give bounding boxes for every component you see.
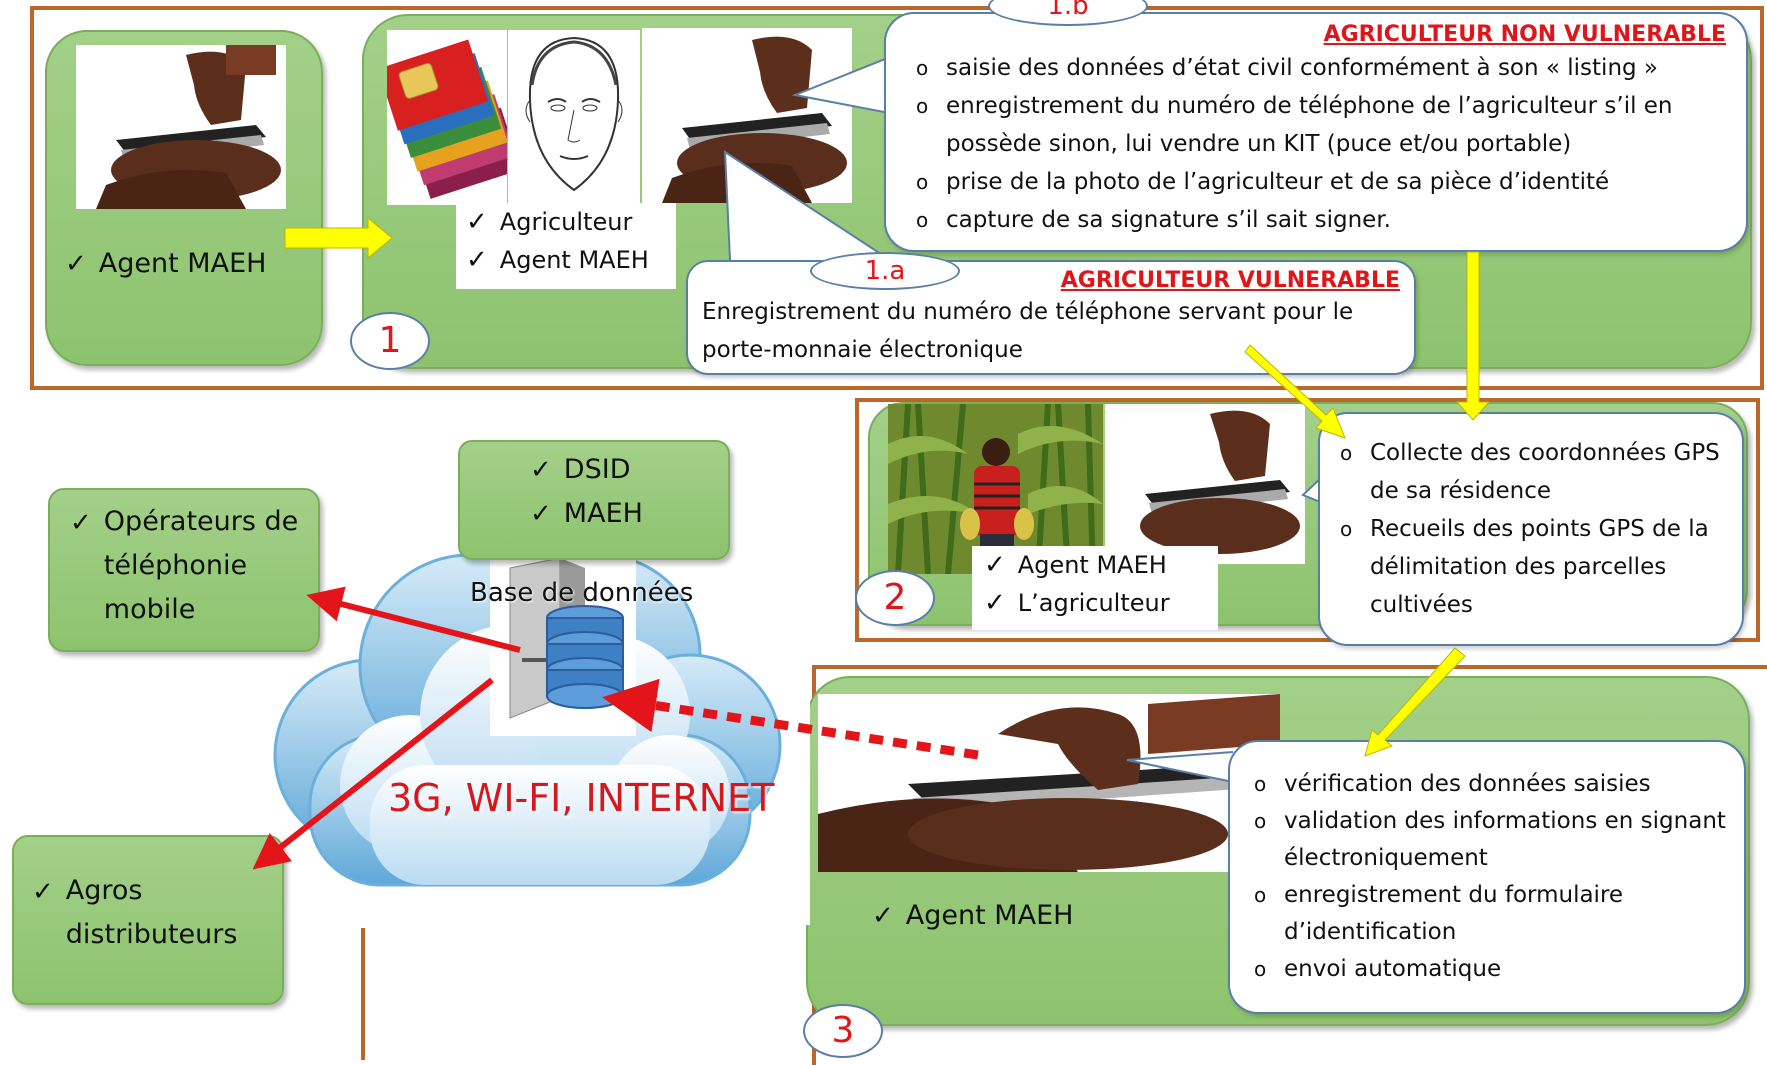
checklist-text: Agent MAEH [499, 246, 649, 274]
checklist-text: MAEH [563, 498, 643, 529]
non-vulnerable-bubble: AGRICULTEUR NON VULNERABLE saisie des do… [884, 12, 1748, 252]
step-3-badge: 3 [803, 1004, 883, 1058]
check-icon: ✓ [984, 550, 1006, 580]
sub-step-label: 1.a [864, 256, 906, 286]
database-label: Base de données [470, 578, 694, 608]
list-item: Collecte des coordonnées GPS de sa résid… [1334, 434, 1728, 510]
tablet-photo-step1 [642, 28, 852, 203]
step-number: 3 [831, 1010, 855, 1051]
network-label: 3G, WI-FI, INTERNET [388, 776, 775, 820]
list-item: enregistrement du formulaire d’identific… [1248, 877, 1730, 951]
agent-text: Agent MAEH [905, 900, 1074, 931]
list-item: Recueils des points GPS de la délimitati… [1334, 510, 1728, 624]
vulnerable-title: AGRICULTEUR VULNERABLE [1060, 268, 1400, 293]
checklist-text: Agent MAEH [1017, 551, 1167, 579]
sub-step-label: 1.b [1047, 0, 1089, 21]
check-icon: ✓ [466, 207, 488, 237]
checklist-item: ✓ DSID [530, 454, 728, 498]
tablet-photo-step3 [818, 694, 1280, 872]
tablet-photo-agent [76, 45, 286, 209]
bubble-3-pointer [1126, 751, 1234, 783]
step3-frame-left-edge [361, 928, 365, 1060]
farmer-face-sketch [508, 30, 640, 205]
operators-box: ✓ Opérateurs de téléphonie mobile [48, 488, 320, 652]
check-icon: ✓ [466, 245, 488, 275]
check-icon: ✓ [530, 455, 552, 485]
list-item: capture de sa signature s’il sait signer… [910, 201, 1726, 239]
checklist-text: Opérateurs de téléphonie mobile [103, 506, 299, 625]
non-vulnerable-title-row: AGRICULTEUR NON VULNERABLE [910, 22, 1726, 47]
list-item: enregistrement du numéro de téléphone de… [910, 87, 1726, 163]
sim-cards-image [387, 30, 507, 205]
check-icon: ✓ [32, 877, 54, 907]
vulnerable-title-row: AGRICULTEUR VULNERABLE [702, 268, 1400, 293]
step1-frame [30, 6, 1764, 390]
non-vulnerable-title: AGRICULTEUR NON VULNERABLE [1323, 22, 1726, 47]
vulnerable-text: Enregistrement du numéro de téléphone se… [702, 299, 1354, 363]
step1-checklist: ✓ Agriculteur ✓ Agent MAEH [456, 203, 676, 289]
agent-label-step1: ✓ Agent MAEH [65, 248, 266, 279]
check-icon: ✓ [530, 499, 552, 529]
step-number: 1 [378, 320, 402, 361]
bubble-1a-pointer [723, 150, 891, 261]
checklist-item: ✓ Agent MAEH [984, 550, 1206, 588]
checklist-text: Agriculteur [499, 208, 633, 236]
checklist-item: ✓ MAEH [530, 498, 728, 542]
check-icon: ✓ [70, 508, 92, 538]
list-item: vérification des données saisies [1248, 766, 1730, 803]
step-1-badge: 1 [350, 312, 430, 370]
step-2-badge: 2 [855, 570, 935, 626]
distributors-box: ✓ Agros distributeurs [12, 835, 284, 1005]
list-item: saisie des données d’état civil conformé… [910, 49, 1726, 87]
list-item: validation des informations en signant é… [1248, 803, 1730, 877]
checklist-item: ✓ Agent MAEH [466, 245, 666, 283]
non-vulnerable-list: saisie des données d’état civil conformé… [910, 49, 1726, 239]
admins-box: ✓ DSID ✓ MAEH [458, 440, 730, 560]
bubble-1b-pointer [791, 56, 901, 116]
tablet-photo-step2 [1105, 404, 1305, 564]
check-icon: ✓ [872, 901, 894, 931]
step2-checklist: ✓ Agent MAEH ✓ L’agriculteur [972, 546, 1218, 630]
gps-bubble: Collecte des coordonnées GPS de sa résid… [1318, 412, 1744, 646]
list-item: envoi automatique [1248, 951, 1730, 988]
checklist-item: ✓ Opérateurs de téléphonie mobile [70, 506, 304, 632]
verification-bubble: vérification des données saisies validat… [1228, 740, 1746, 1014]
agent-label-step3: ✓ Agent MAEH [872, 900, 1073, 931]
checklist-item: ✓ Agriculteur [466, 207, 666, 245]
farmer-field-photo [888, 404, 1103, 574]
check-icon: ✓ [984, 588, 1006, 618]
checklist-item: ✓ Agros distributeurs [32, 875, 268, 957]
gps-list: Collecte des coordonnées GPS de sa résid… [1334, 434, 1728, 624]
checklist-text: L’agriculteur [1017, 589, 1170, 617]
checklist-text: Agros distributeurs [65, 875, 238, 950]
check-icon: ✓ [65, 249, 87, 279]
checklist-item: ✓ L’agriculteur [984, 588, 1206, 626]
checklist-text: DSID [563, 454, 631, 485]
agent-text: Agent MAEH [98, 248, 267, 279]
sub-step-1a-badge: 1.a [810, 252, 960, 290]
verification-list: vérification des données saisies validat… [1248, 766, 1730, 988]
database-server-icon [490, 548, 636, 736]
list-item: prise de la photo de l’agriculteur et de… [910, 163, 1726, 201]
vulnerable-bubble: AGRICULTEUR VULNERABLE Enregistrement du… [686, 260, 1416, 375]
step-number: 2 [883, 577, 907, 618]
